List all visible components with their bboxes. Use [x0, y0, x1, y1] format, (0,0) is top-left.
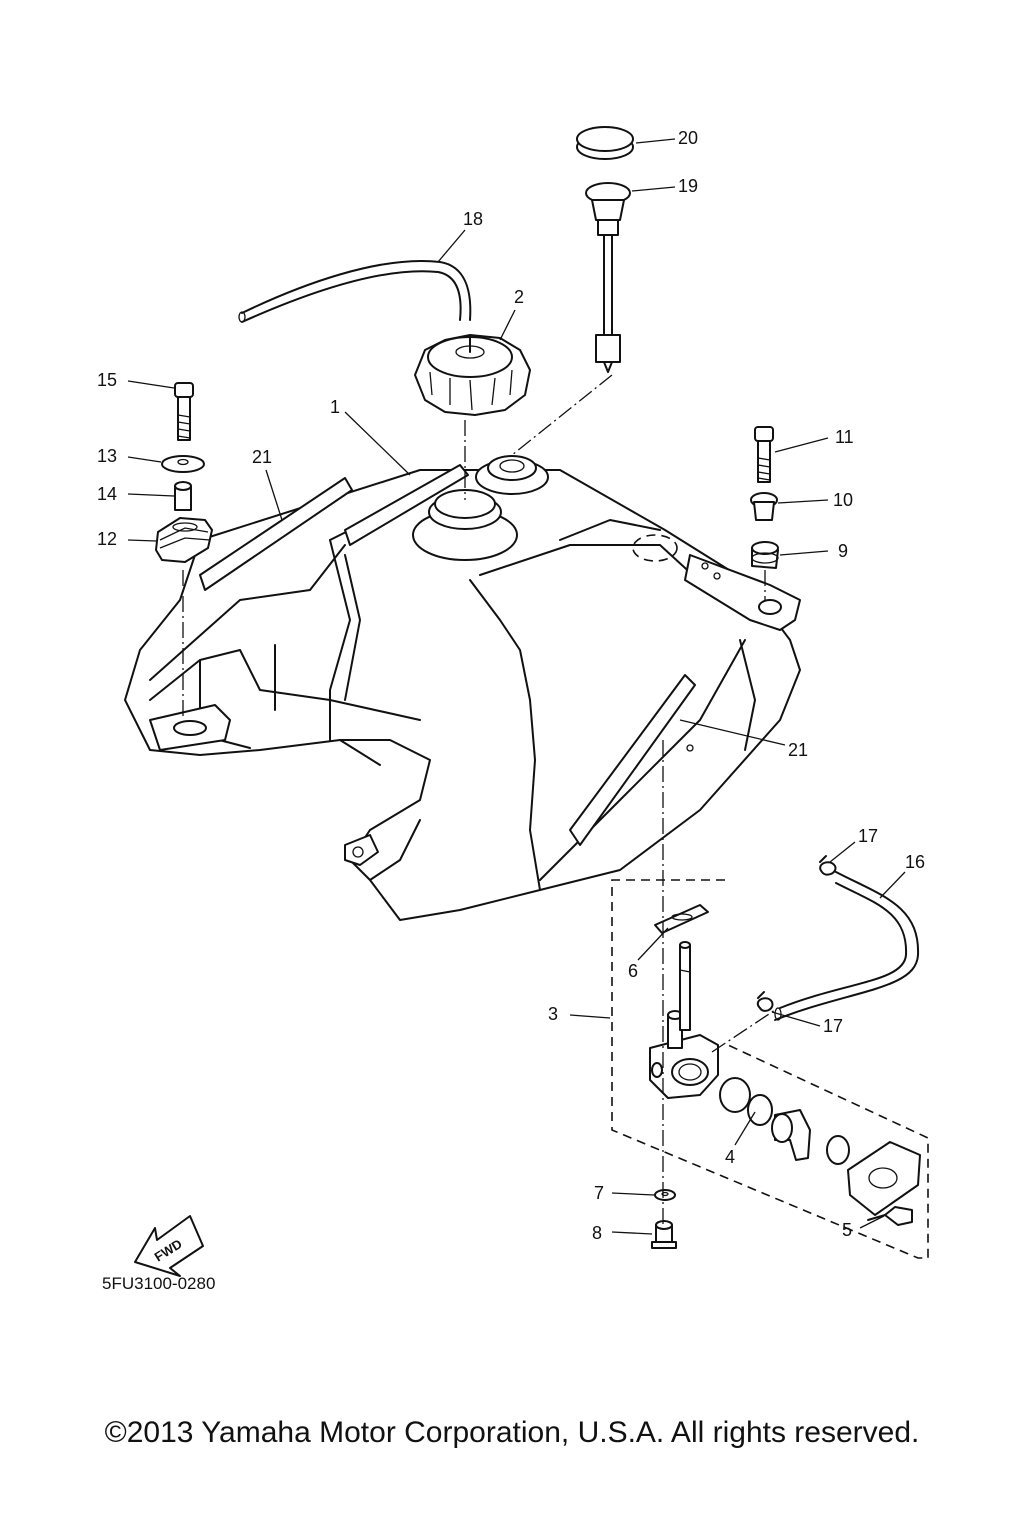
fuel-cock-assembly-frame — [611, 879, 929, 1259]
copyright-notice: ©2013 Yamaha Motor Corporation, U.S.A. A… — [104, 1416, 920, 1449]
washer-13 — [161, 455, 205, 473]
damper-9 — [751, 541, 779, 569]
callout-17-lower: 17 — [823, 1016, 843, 1036]
figure-code: 5FU3100-0280 — [102, 1274, 215, 1293]
callout-16: 16 — [905, 852, 925, 872]
fuel-hose — [774, 871, 920, 1021]
callout-1: 1 — [330, 397, 340, 417]
gasket-6 — [654, 904, 709, 934]
callout-7: 7 — [594, 1183, 604, 1203]
bolt-8 — [651, 1220, 677, 1249]
callout-17-upper: 17 — [858, 826, 878, 846]
fuel-cock — [649, 941, 719, 1099]
callout-2: 2 — [514, 287, 524, 307]
cock-lever — [771, 1109, 811, 1161]
callout-18: 18 — [463, 209, 483, 229]
callout-14: 14 — [97, 484, 117, 504]
callout-13: 13 — [97, 446, 117, 466]
callout-10: 10 — [833, 490, 853, 510]
hose-clip-lower — [756, 991, 774, 1012]
callout-6: 6 — [628, 961, 638, 981]
callout-5: 5 — [842, 1220, 852, 1240]
fuel-tank — [124, 455, 801, 921]
collar-14 — [174, 481, 192, 511]
callout-21-right: 21 — [788, 740, 808, 760]
protector-strip-top — [344, 464, 469, 546]
washer-7 — [654, 1189, 676, 1201]
callout-11: 11 — [835, 427, 854, 447]
damper-12 — [155, 517, 213, 563]
hose-clip-upper — [819, 855, 837, 876]
forward-arrow-icon: FWD — [134, 1215, 204, 1277]
sender-grommet — [576, 126, 634, 160]
bolt-11 — [754, 426, 774, 483]
collar-10 — [750, 492, 778, 521]
bolt-15 — [174, 382, 194, 441]
callout-15: 15 — [97, 370, 117, 390]
breather-hose — [241, 260, 472, 321]
callout-20: 20 — [678, 128, 698, 148]
cock-cover-plate — [847, 1141, 921, 1216]
callout-3: 3 — [548, 1004, 558, 1024]
callout-8: 8 — [592, 1223, 602, 1243]
screw-5 — [867, 1206, 913, 1226]
fuel-level-sender — [585, 182, 631, 373]
callout-4: 4 — [725, 1147, 735, 1167]
callout-19: 19 — [678, 176, 698, 196]
callout-9: 9 — [838, 541, 848, 561]
fuel-cap — [414, 334, 531, 416]
o-ring-4 — [719, 1077, 773, 1126]
o-ring-lever — [826, 1135, 850, 1165]
callout-21-left: 21 — [252, 447, 272, 467]
protector-strip-right — [569, 674, 696, 846]
callout-12: 12 — [97, 529, 117, 549]
protector-strip-left — [199, 477, 353, 591]
